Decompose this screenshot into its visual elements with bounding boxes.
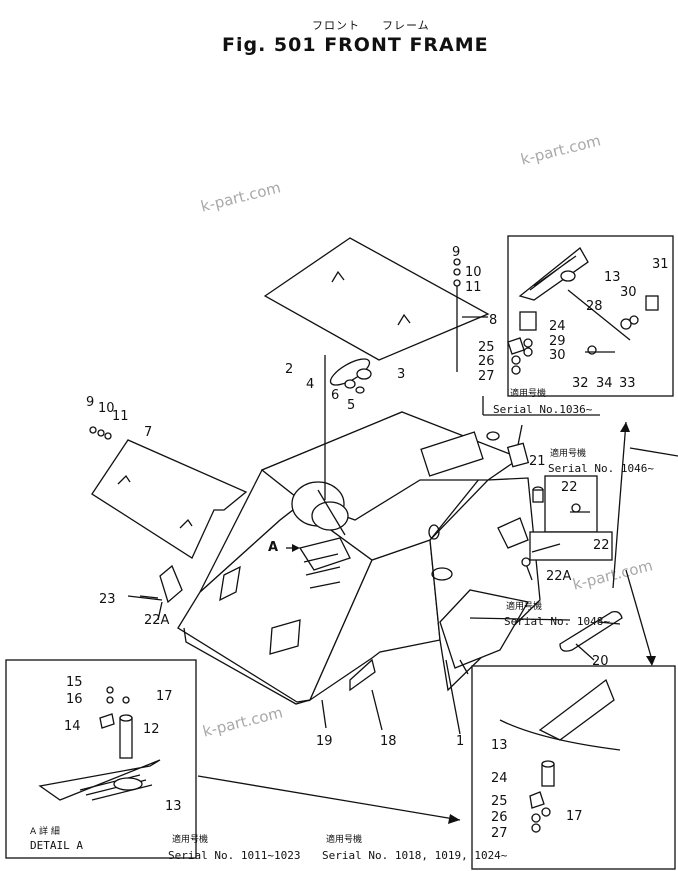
part-number: 7 [144, 425, 153, 440]
applicable-jp: 適用号機 [506, 602, 543, 612]
part-number: 33 [619, 376, 636, 391]
part-number: 6 [331, 388, 340, 403]
part-number: 21 [529, 454, 546, 469]
part-number: 32 [572, 376, 589, 391]
part-number: 12 [143, 722, 160, 737]
serial-1046: Serial No. 1046~ [548, 462, 654, 475]
front-frame-body [177, 411, 541, 705]
part-number: 10 [465, 265, 482, 280]
detail-box-a [5, 659, 197, 859]
part-number: 1 [456, 734, 465, 749]
serial-1011: Serial No. 1011~1023 [168, 849, 301, 862]
part-number: 25 [478, 340, 495, 355]
part-number: 11 [112, 409, 129, 424]
serial-1018: Serial No. 1018, 1019, 1024~ [322, 849, 508, 862]
applicable-jp: 適用号機 [326, 835, 363, 845]
part-number: 2 [285, 362, 294, 377]
part-number: 11 [465, 280, 482, 295]
part-number: 4 [306, 377, 315, 392]
part-number: 17 [156, 689, 173, 704]
detail-box-22 [544, 475, 598, 533]
part-number: 19 [316, 734, 333, 749]
title-ruby-front: フロント [312, 19, 360, 32]
part-number: 17 [566, 809, 583, 824]
part-number: 26 [491, 810, 508, 825]
lever-bar [559, 610, 623, 652]
part-number: 3 [397, 367, 406, 382]
part-number: 14 [64, 719, 81, 734]
part-number: 9 [86, 395, 95, 410]
part-number: 13 [491, 738, 508, 753]
part-number: 28 [586, 299, 603, 314]
view-arrow-a-label: A [268, 540, 279, 555]
part-number: 23 [99, 592, 116, 607]
part-number: 24 [491, 771, 508, 786]
part-number: 24 [549, 319, 566, 334]
detail-a-label: DETAIL A [30, 839, 83, 852]
floor-plate [263, 237, 490, 361]
cover-plate [91, 439, 248, 559]
title-ruby-frame: フレーム [382, 19, 430, 32]
part-number: 26 [478, 354, 495, 369]
part-number: 22A [546, 569, 572, 584]
part-number: 27 [491, 826, 508, 841]
part-number: 30 [549, 348, 566, 363]
part-number: 8 [489, 313, 498, 328]
part-number: 13 [165, 799, 182, 814]
part-number: 16 [66, 692, 83, 707]
part-number: 18 [380, 734, 397, 749]
part-number: 22 [593, 538, 610, 553]
detail-box-upper [507, 235, 674, 397]
part-number: 34 [596, 376, 613, 391]
part-number: 31 [652, 257, 669, 272]
part-number: 27 [478, 369, 495, 384]
part-number: 22 [561, 480, 578, 495]
page-title: Fig. 501 FRONT FRAME [222, 34, 489, 56]
part-number: 25 [491, 794, 508, 809]
part-number: 30 [620, 285, 637, 300]
applicable-jp: 適用号機 [510, 389, 547, 399]
part-number: 10 [98, 401, 115, 416]
part-number: 9 [452, 245, 461, 260]
part-number: 22A [144, 613, 170, 628]
part-number: 15 [66, 675, 83, 690]
detail-box-lower-right [471, 665, 676, 870]
applicable-jp: 適用号機 [172, 835, 209, 845]
applicable-jp: 適用号機 [550, 449, 587, 459]
serial-1048: Serial No. 1048~ [504, 615, 610, 628]
part-number: 29 [549, 334, 566, 349]
pedal-bracket [159, 564, 183, 604]
part-number: 20 [592, 654, 609, 669]
detail-a-jp: A 詳 細 [30, 827, 60, 837]
part-number: 13 [604, 270, 621, 285]
part-number: 5 [347, 398, 356, 413]
serial-1036: Serial No.1036~ [493, 403, 593, 416]
